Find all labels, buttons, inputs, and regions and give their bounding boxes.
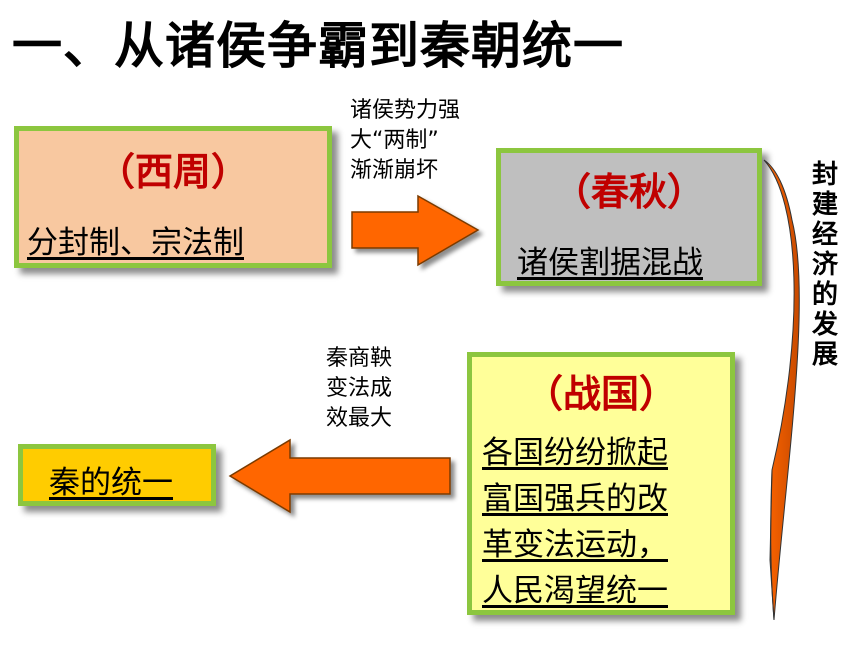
page-title: 一、从诸侯争霸到秦朝统一 [12, 17, 624, 75]
side-label-char: 展 [811, 340, 838, 370]
side-label-char: 经 [811, 220, 838, 250]
note-top-line: 渐渐崩坏 [350, 158, 439, 183]
zhanguo-line: 富国强兵的改 [482, 481, 668, 517]
side-label: 封 建 经 济 的 发 展 [808, 160, 842, 370]
zhanguo-line: 革变法运动， [482, 527, 668, 563]
xizhou-text: 分封制、宗法制 [27, 225, 244, 261]
side-label-char: 的 [811, 280, 838, 310]
zhanguo-line: 人民渴望统一 [482, 573, 668, 609]
side-label-char: 封 [811, 160, 838, 190]
xizhou-heading: （西周） [96, 150, 249, 194]
xizhou-box: （西周） 分封制、宗法制 [14, 126, 332, 268]
qin-box: 秦的统一 [18, 444, 216, 506]
zhanguo-box: （战国） 各国纷纷掀起 富国强兵的改 革变法运动， 人民渴望统一 [467, 352, 735, 615]
note-top-line: 诸侯势力强 [350, 98, 461, 123]
chunqiu-box: （春秋） 诸侯割据混战 [496, 148, 762, 286]
note-bottom-line: 秦商鞅 [326, 346, 393, 371]
side-label-char: 济 [811, 250, 838, 280]
qin-text: 秦的统一 [49, 465, 173, 501]
chunqiu-heading: （春秋） [552, 170, 705, 214]
zhanguo-heading: （战国） [524, 372, 677, 416]
note-top: 诸侯势力强 大“两制” 渐渐崩坏 [350, 96, 460, 186]
zhanguo-line: 各国纷纷掀起 [482, 435, 668, 471]
side-label-char: 建 [811, 190, 838, 220]
note-top-line: 大“两制” [350, 128, 439, 153]
chunqiu-text: 诸侯割据混战 [517, 245, 703, 281]
side-label-char: 发 [811, 310, 838, 340]
note-bottom-line: 变法成 [326, 376, 393, 401]
note-bottom-line: 效最大 [326, 406, 393, 431]
note-bottom: 秦商鞅 变法成 效最大 [326, 344, 392, 434]
